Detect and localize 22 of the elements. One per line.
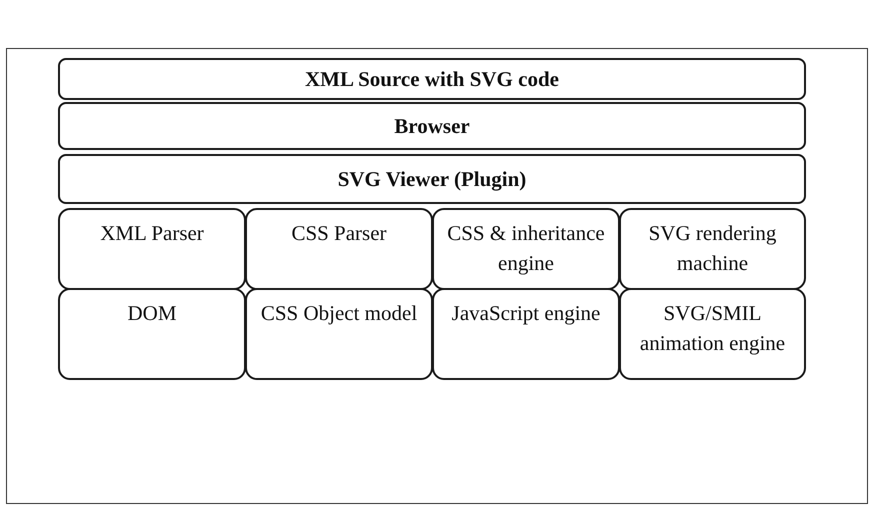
box-label: DOM <box>127 300 176 327</box>
component-box <box>58 288 246 380</box>
box-label: XML Source with SVG code <box>305 66 559 93</box>
box-label: CSS Parser <box>291 220 387 247</box>
component-box <box>432 288 620 380</box>
box-label: XML Parser <box>100 220 204 247</box>
component-box <box>619 288 806 380</box>
component-box <box>619 208 806 290</box>
box-label: SVG Viewer (Plugin) <box>338 166 526 193</box>
layer-band <box>58 102 806 150</box>
component-box <box>58 208 246 290</box>
component-box <box>245 288 433 380</box>
box-label: JavaScript engine <box>452 300 600 327</box>
component-box <box>245 208 433 290</box>
component-box <box>432 208 620 290</box>
box-label: CSS Object model <box>260 300 418 327</box>
layer-band <box>58 58 806 100</box>
box-label: CSS & inheritance engine <box>447 220 605 278</box>
box-label: Browser <box>394 112 470 140</box>
box-label: SVG/SMIL animation engine <box>638 300 786 358</box>
box-label: SVG rendering machine <box>648 220 778 278</box>
layer-band <box>58 154 806 204</box>
